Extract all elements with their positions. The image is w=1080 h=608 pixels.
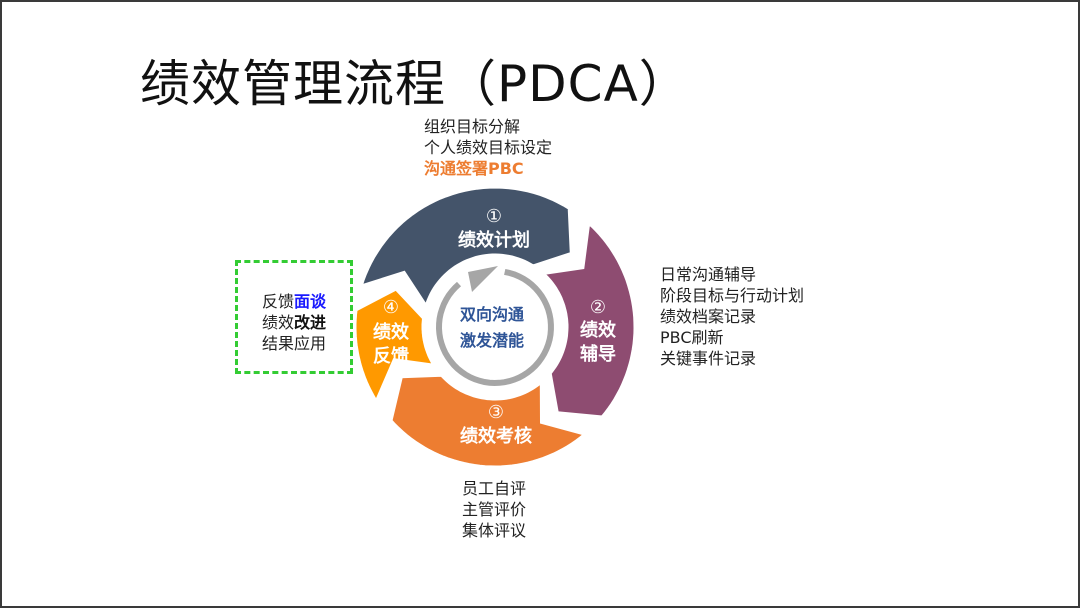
segment-feedback bbox=[353, 287, 437, 405]
segment-evaluate bbox=[389, 373, 589, 469]
coach-label-2: 辅导 bbox=[580, 343, 616, 365]
plan-label: 绩效计划 bbox=[458, 229, 530, 251]
feedback-note-2a: 绩效 bbox=[262, 313, 295, 332]
evaluate-notes: 员工自评 主管评价 集体评议 bbox=[462, 478, 526, 541]
segment-coach bbox=[539, 219, 637, 419]
feedback-note-2b: 改进 bbox=[294, 313, 327, 332]
center-disc bbox=[431, 263, 559, 391]
coach-note-4: PBC刷新 bbox=[660, 328, 724, 347]
center-text-line-2: 激发潜能 bbox=[460, 331, 524, 350]
feedback-note-3: 结果应用 bbox=[262, 334, 327, 353]
center-ring-arrow bbox=[435, 268, 554, 387]
evaluate-note-2: 主管评价 bbox=[462, 500, 527, 519]
feedback-label-2: 反馈 bbox=[373, 345, 409, 367]
evaluate-number: ③ bbox=[488, 402, 504, 423]
arrow-head-icon bbox=[468, 266, 498, 292]
feedback-notes: 反馈面谈 绩效改进 结果应用 bbox=[262, 291, 326, 354]
coach-note-3: 绩效档案记录 bbox=[660, 307, 757, 326]
evaluate-label: 绩效考核 bbox=[460, 425, 532, 447]
plan-note-1: 组织目标分解 bbox=[424, 117, 521, 136]
feedback-note-2: 绩效改进 bbox=[262, 312, 326, 333]
coach-notes: 日常沟通辅导 阶段目标与行动计划 绩效档案记录 PBC刷新 关键事件记录 bbox=[660, 264, 804, 369]
center-text-line-1: 双向沟通 bbox=[460, 305, 524, 324]
feedback-note-1b: 面谈 bbox=[294, 292, 327, 311]
slide-title: 绩效管理流程（PDCA） bbox=[140, 55, 690, 113]
feedback-note-1: 反馈面谈 bbox=[262, 291, 326, 312]
coach-note-1: 日常沟通辅导 bbox=[660, 265, 757, 284]
cycle-segments bbox=[353, 185, 637, 469]
coach-number: ② bbox=[590, 297, 606, 318]
evaluate-note-1: 员工自评 bbox=[462, 479, 527, 498]
plan-note-3: 沟通签署PBC bbox=[424, 159, 524, 178]
plan-note-2: 个人绩效目标设定 bbox=[424, 138, 553, 157]
feedback-note-1a: 反馈 bbox=[262, 292, 295, 311]
plan-notes: 组织目标分解 个人绩效目标设定 沟通签署PBC bbox=[424, 116, 552, 179]
feedback-notes-box: 反馈面谈 绩效改进 结果应用 bbox=[235, 260, 353, 374]
feedback-label-1: 绩效 bbox=[373, 321, 410, 343]
feedback-number: ④ bbox=[383, 297, 399, 318]
coach-note-5: 关键事件记录 bbox=[660, 349, 757, 368]
plan-number: ① bbox=[486, 206, 502, 227]
coach-note-2: 阶段目标与行动计划 bbox=[660, 286, 805, 305]
evaluate-note-3: 集体评议 bbox=[462, 521, 527, 540]
segment-plan bbox=[358, 185, 573, 310]
coach-label-1: 绩效 bbox=[580, 319, 617, 341]
